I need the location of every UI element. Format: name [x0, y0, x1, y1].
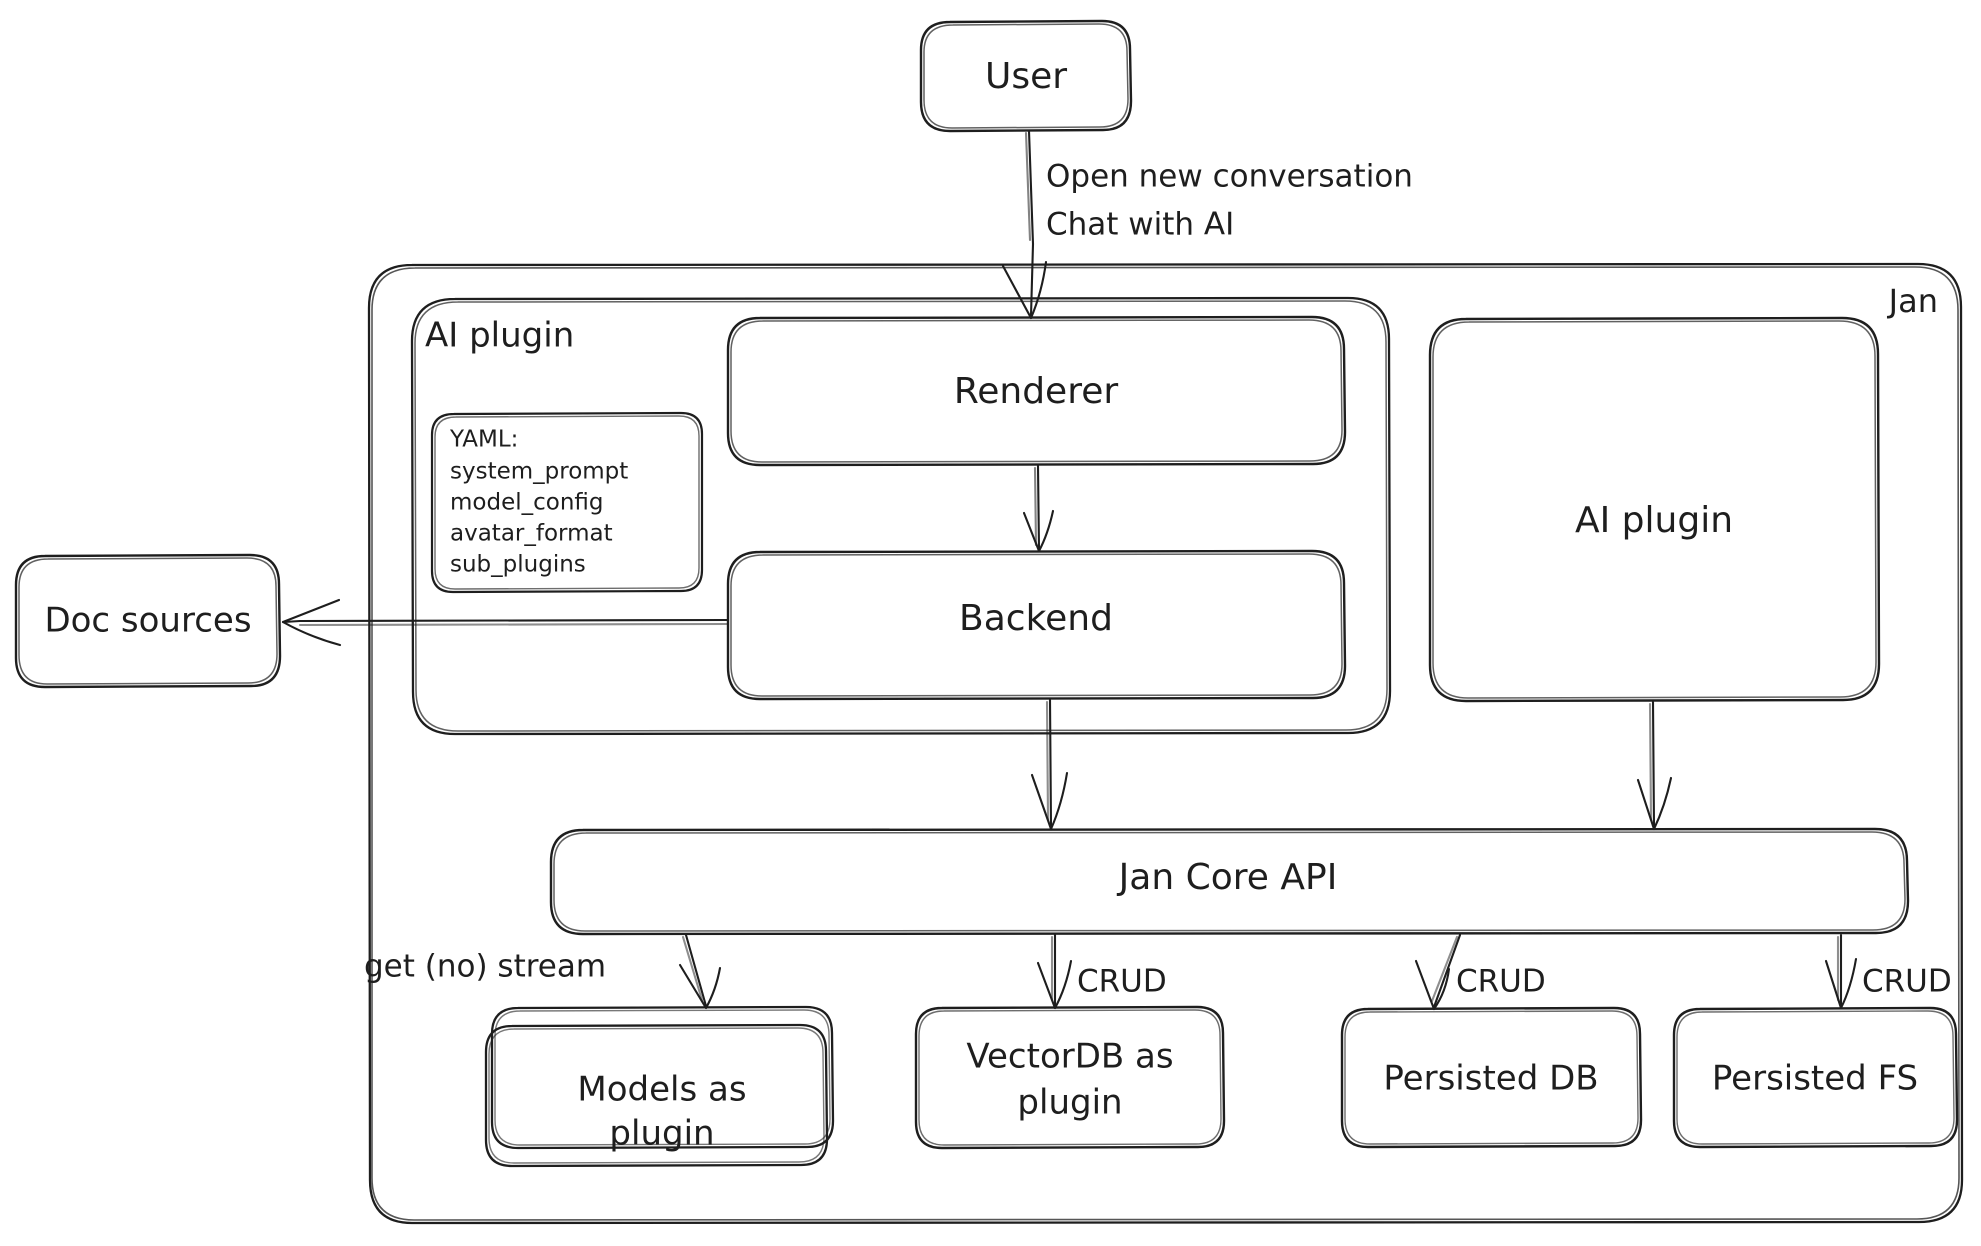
- ai-plugin-group-label: AI plugin: [425, 316, 574, 356]
- yaml-line-0: YAML:: [449, 427, 518, 453]
- edge-user-to-renderer: Open new conversation Chat with AI: [1001, 129, 1413, 320]
- node-jan-core-api-label: Jan Core API: [1117, 857, 1338, 898]
- node-ai-plugin-box: AI plugin: [1428, 316, 1881, 703]
- edge-renderer-to-backend: [1022, 464, 1055, 553]
- yaml-note: YAML: system_prompt model_config avatar_…: [430, 411, 704, 594]
- node-backend: Backend: [726, 549, 1347, 701]
- node-persisted-fs-label: Persisted FS: [1712, 1059, 1918, 1099]
- node-persisted-fs: Persisted FS: [1672, 1006, 1959, 1149]
- edge-core-to-vectordb: CRUD: [1036, 933, 1167, 1010]
- node-jan-core-api: Jan Core API: [549, 827, 1910, 936]
- node-vectordb-plugin-label-line1: VectorDB as: [966, 1037, 1173, 1077]
- node-doc-sources: Doc sources: [14, 553, 282, 689]
- edge-ai-plugin-to-core: [1636, 700, 1673, 831]
- node-models-plugin-label-line2: plugin: [609, 1114, 714, 1154]
- edge-backend-to-doc-sources: [281, 598, 729, 647]
- node-doc-sources-label: Doc sources: [44, 601, 251, 641]
- edge-core-to-persisted-db-label: CRUD: [1456, 964, 1546, 1000]
- yaml-line-2: model_config: [450, 490, 604, 516]
- node-renderer: Renderer: [726, 315, 1347, 467]
- edge-user-to-renderer-label-line2: Chat with AI: [1046, 207, 1234, 243]
- edge-core-to-models-label: get (no) stream: [364, 949, 606, 985]
- node-user: User: [919, 19, 1133, 133]
- node-models-plugin-label-line1: Models as: [577, 1070, 746, 1110]
- jan-container: Jan: [367, 262, 1964, 1225]
- yaml-line-4: sub_plugins: [450, 552, 586, 578]
- edge-backend-to-core: [1030, 698, 1069, 831]
- node-persisted-db-label: Persisted DB: [1383, 1059, 1598, 1099]
- edge-core-to-persisted-fs-label: CRUD: [1862, 964, 1952, 1000]
- ai-plugin-group: AI plugin: [410, 296, 1392, 736]
- node-vectordb-plugin-label-line2: plugin: [1017, 1083, 1122, 1123]
- edge-user-to-renderer-label-line1: Open new conversation: [1046, 159, 1413, 195]
- node-backend-label: Backend: [959, 598, 1113, 639]
- node-user-label: User: [985, 56, 1067, 97]
- node-renderer-label: Renderer: [954, 371, 1119, 412]
- edge-core-to-models: get (no) stream: [364, 933, 722, 1010]
- edge-core-to-persisted-db: CRUD: [1414, 933, 1546, 1011]
- yaml-line-3: avatar_format: [450, 521, 613, 547]
- edge-core-to-persisted-fs: CRUD: [1824, 933, 1952, 1010]
- node-vectordb-plugin: VectorDB as plugin: [914, 1005, 1226, 1150]
- node-models-plugin: Models as plugin: [484, 1005, 835, 1168]
- node-persisted-db: Persisted DB: [1340, 1006, 1643, 1149]
- node-ai-plugin-box-label: AI plugin: [1575, 500, 1733, 541]
- jan-container-label: Jan: [1887, 282, 1938, 320]
- yaml-line-1: system_prompt: [450, 459, 628, 485]
- edge-core-to-vectordb-label: CRUD: [1077, 964, 1167, 1000]
